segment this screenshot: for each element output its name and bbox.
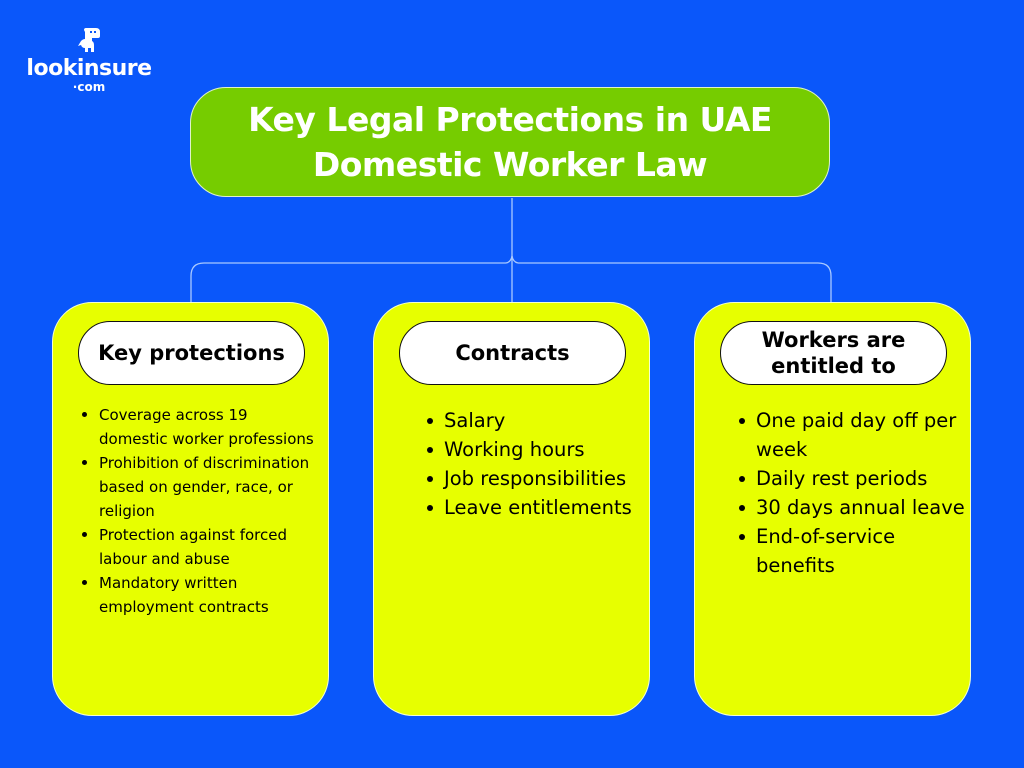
dinosaur-mascot-icon bbox=[78, 28, 100, 52]
bullet-icon bbox=[739, 476, 745, 482]
bullet-icon bbox=[427, 476, 433, 482]
bullet-icon bbox=[82, 580, 87, 585]
card-contracts: Contracts Salary Working hours Job respo… bbox=[373, 302, 650, 716]
list-item: Coverage across 19 domestic worker profe… bbox=[82, 403, 314, 451]
card-worker-entitlements: Workers are entitled to One paid day off… bbox=[694, 302, 971, 716]
card-list: Coverage across 19 domestic worker profe… bbox=[82, 403, 314, 619]
bullet-icon bbox=[739, 505, 745, 511]
bullet-icon bbox=[82, 460, 87, 465]
list-item: One paid day off per week bbox=[739, 406, 966, 464]
card-key-protections: Key protections Coverage across 19 domes… bbox=[52, 302, 329, 716]
bullet-icon bbox=[739, 418, 745, 424]
card-list: Salary Working hours Job responsibilitie… bbox=[427, 406, 644, 522]
title-line-1: Key Legal Protections in UAE bbox=[248, 100, 772, 139]
list-item: Working hours bbox=[427, 435, 644, 464]
bullet-icon bbox=[427, 505, 433, 511]
page-title: Key Legal Protections in UAE Domestic Wo… bbox=[248, 97, 772, 187]
title-box: Key Legal Protections in UAE Domestic Wo… bbox=[190, 87, 830, 197]
list-item: Job responsibilities bbox=[427, 464, 644, 493]
card-heading: Contracts bbox=[399, 321, 626, 385]
bullet-icon bbox=[82, 412, 87, 417]
bullet-icon bbox=[739, 534, 745, 540]
list-item: Daily rest periods bbox=[739, 464, 966, 493]
title-line-2: Domestic Worker Law bbox=[312, 145, 708, 184]
list-item: Protection against forced labour and abu… bbox=[82, 523, 314, 571]
bullet-icon bbox=[427, 418, 433, 424]
card-heading: Key protections bbox=[78, 321, 305, 385]
list-item: Prohibition of discrimination based on g… bbox=[82, 451, 314, 523]
logo-domain-suffix: ·com bbox=[72, 80, 106, 94]
list-item: End-of-service benefits bbox=[739, 522, 966, 580]
list-item: Mandatory written employment contracts bbox=[82, 571, 314, 619]
card-list: One paid day off per week Daily rest per… bbox=[739, 406, 966, 580]
bullet-icon bbox=[427, 447, 433, 453]
logo-wordmark: lookinsure bbox=[26, 56, 152, 81]
list-item: 30 days annual leave bbox=[739, 493, 966, 522]
list-item: Salary bbox=[427, 406, 644, 435]
list-item: Leave entitlements bbox=[427, 493, 644, 522]
card-heading: Workers are entitled to bbox=[720, 321, 947, 385]
bullet-icon bbox=[82, 532, 87, 537]
